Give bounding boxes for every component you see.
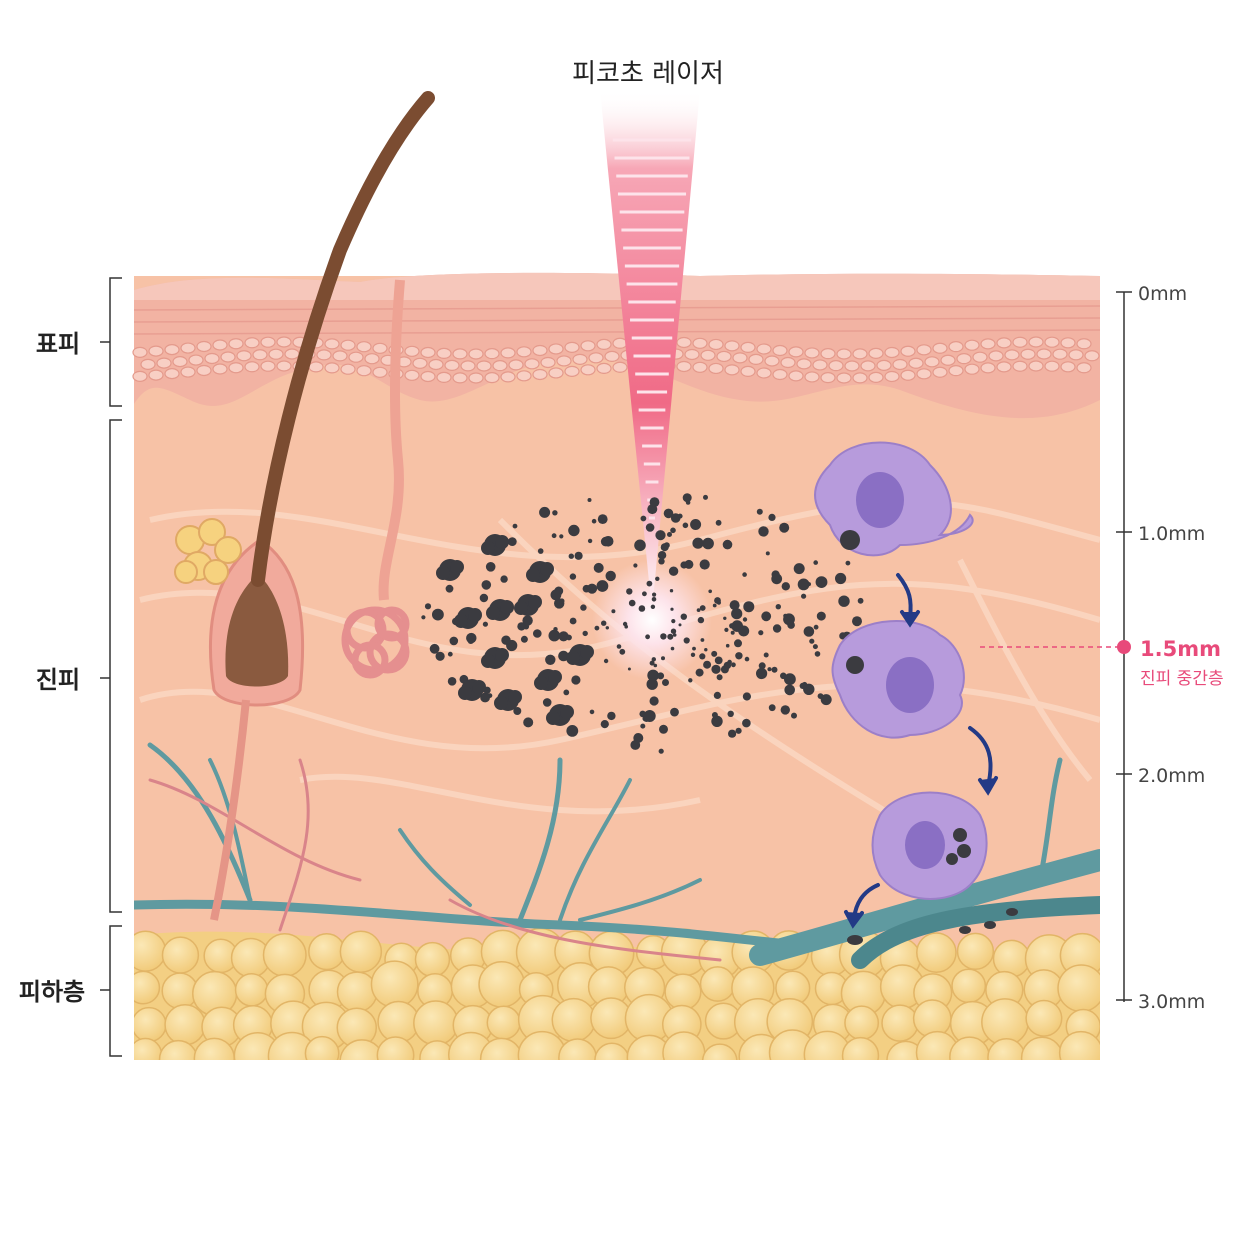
layer-label-subcutis: 피하층 bbox=[19, 978, 85, 1006]
depth-highlight-marker bbox=[980, 640, 1131, 654]
depth-highlight-value: 1.5mm bbox=[1140, 637, 1221, 661]
subcutaneous-fat-layer bbox=[134, 927, 1100, 1060]
migration-arrows bbox=[844, 573, 998, 929]
layer-label-dermis: 진피 bbox=[36, 666, 80, 694]
depth-tick-1: 1.0mm bbox=[1138, 523, 1205, 545]
pigment-particles bbox=[421, 493, 884, 754]
depth-tick-2: 2.0mm bbox=[1138, 765, 1205, 787]
macrophage-cells bbox=[814, 441, 1018, 945]
layer-label-epidermis: 표피 bbox=[36, 330, 80, 358]
diagram-title: 피코초 레이저 bbox=[572, 59, 724, 89]
depth-tick-3: 3.0mm bbox=[1138, 991, 1205, 1013]
hair-follicle bbox=[209, 91, 435, 921]
sweat-gland bbox=[341, 279, 410, 679]
epidermis-layer bbox=[132, 272, 1101, 419]
depth-tick-0: 0mm bbox=[1138, 283, 1187, 305]
layer-brackets bbox=[100, 277, 122, 1057]
laser-beam bbox=[592, 90, 712, 680]
depth-highlight-caption: 진피 중간층 bbox=[1140, 669, 1224, 689]
sebaceous-gland bbox=[174, 518, 242, 585]
